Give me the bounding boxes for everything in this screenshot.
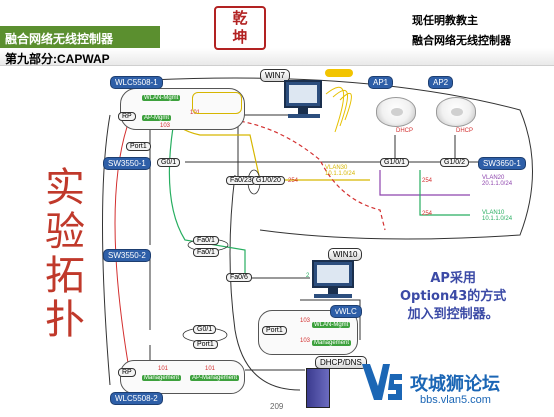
sw3550-2-label[interactable]: SW3550-2 xyxy=(103,249,151,262)
course-title: 融合网络无线控制器 xyxy=(5,32,114,46)
wifi-arc-3 xyxy=(325,86,345,133)
author-line-2: 融合网络无线控制器 xyxy=(412,34,511,47)
num-103: 103 xyxy=(160,123,171,129)
sw3550-1-label[interactable]: SW3550-1 xyxy=(103,157,151,170)
g01-bottom[interactable]: G0/1 xyxy=(193,325,217,334)
watermark-text: 攻城狮论坛 xyxy=(410,374,500,395)
sw3650-1-label[interactable]: SW3650-1 xyxy=(478,157,526,170)
dhcp-a: DHCP xyxy=(396,128,414,134)
wifi-arc-2 xyxy=(332,89,349,127)
dhcp-label[interactable]: DHCP/DNS xyxy=(315,356,367,369)
num-101-b2: 101 xyxy=(205,366,216,372)
num-103-v: 103 xyxy=(300,318,311,324)
port1-vwlc[interactable]: Port1 xyxy=(262,326,287,335)
rp-top[interactable]: RP xyxy=(118,112,136,121)
author-lines: 现任明教教主 融合网络无线控制器 xyxy=(412,11,511,51)
num-101-b1: 101 xyxy=(158,366,169,372)
vwlc-mgmt: Management xyxy=(312,340,352,346)
section-title: 第九部分:CAPWAP xyxy=(5,52,110,66)
section-strip xyxy=(0,48,554,66)
g01-sw1[interactable]: G0/1 xyxy=(157,158,181,167)
ap1-label[interactable]: AP1 xyxy=(368,76,394,89)
header-green-band xyxy=(0,26,160,48)
vlan-green-path xyxy=(168,114,246,275)
ap-mgmt-label: AP-Mgmt xyxy=(142,115,172,121)
vlan20-label: VLAN20 20.1.1.0/24 xyxy=(482,175,513,187)
g101-port[interactable]: G1/0/1 xyxy=(380,158,410,167)
win7-label[interactable]: WIN7 xyxy=(260,69,290,82)
ap2-label[interactable]: AP2 xyxy=(428,76,454,89)
g1020-port[interactable]: G1/0/20 xyxy=(252,176,285,185)
vlan-purple-path xyxy=(379,170,470,196)
red-line-left xyxy=(114,117,131,376)
num-2: 2 xyxy=(306,273,310,279)
dhcp-server-icon[interactable] xyxy=(306,368,330,408)
num-254-c: 254 xyxy=(422,211,433,217)
rp-bottom[interactable]: RP xyxy=(118,368,136,377)
side-vertical-label: 实 验 拓 扑 xyxy=(45,165,85,343)
yellow-box xyxy=(192,92,242,114)
num-103-v2: 103 xyxy=(300,338,311,344)
fa01-a[interactable]: Fa0/1 xyxy=(193,236,219,245)
page-number: 209 xyxy=(270,402,284,411)
fa01-b[interactable]: Fa0/1 xyxy=(193,248,219,257)
bottom-mgmt: Management xyxy=(142,375,182,381)
bottom-ap-mgmt: AP-Management xyxy=(190,375,240,381)
wlan-mgmt-label: WLAN-Mgmt xyxy=(142,95,181,101)
vlan10-label: VLAN10 10.1.1.0/24 xyxy=(482,210,513,222)
ap2-device[interactable] xyxy=(436,97,476,127)
seal-logo: 乾 坤 xyxy=(214,6,266,50)
loop-mid xyxy=(229,174,301,391)
link-vwlc xyxy=(300,299,361,340)
vwlc-wlan-mgmt: WLAN-Mgmt xyxy=(312,322,351,328)
wlc-top-chassis xyxy=(120,88,245,130)
wlc-top-label[interactable]: WLC5508-1 xyxy=(110,76,163,89)
loop-left xyxy=(102,114,111,386)
dhcp-b: DHCP xyxy=(456,128,474,134)
num-254-b: 254 xyxy=(422,178,433,184)
vlan30-label: VLAN30 10.1.1.0/24 xyxy=(325,165,356,177)
port1-top[interactable]: Port1 xyxy=(126,142,151,151)
win7-wifi-badge xyxy=(325,69,353,77)
author-line-1: 现任明教教主 xyxy=(412,14,478,27)
wlc-bottom-label[interactable]: WLC5508-2 xyxy=(110,392,163,405)
port1-bottom[interactable]: Port1 xyxy=(193,340,218,349)
v5-logo-icon xyxy=(362,364,402,400)
vlan-green-path-2 xyxy=(419,170,470,216)
red-dashed-path xyxy=(184,117,386,231)
vwlc-label[interactable]: vWLC xyxy=(330,305,362,318)
win10-pc-icon[interactable] xyxy=(312,260,356,300)
g102-port[interactable]: G1/0/2 xyxy=(440,158,470,167)
wifi-arc-1 xyxy=(339,92,352,121)
link-sw1-win7 xyxy=(237,114,290,178)
num-254-a: 254 xyxy=(288,178,299,184)
fa06-port[interactable]: Fa0/6 xyxy=(226,273,252,282)
note-text: AP采用 Option43的方式 加入到控制器。 xyxy=(400,271,507,322)
ap1-device[interactable] xyxy=(376,97,416,127)
win7-pc-icon[interactable] xyxy=(284,80,324,120)
watermark-url[interactable]: bbs.vlan5.com xyxy=(420,394,491,406)
